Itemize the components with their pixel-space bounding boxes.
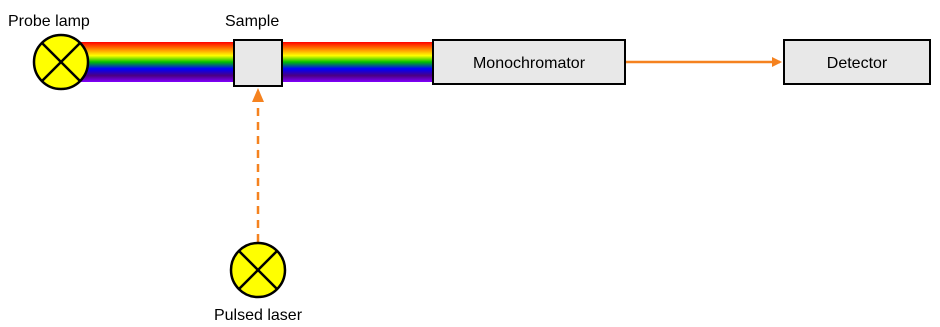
probe-lamp	[32, 33, 90, 91]
monochromator-box	[432, 39, 626, 85]
detector-box	[783, 39, 931, 85]
sample-label: Sample	[225, 13, 279, 30]
monochromator-label: Monochromator	[473, 55, 586, 72]
pulsed-laser-label: Pulsed laser	[214, 307, 303, 324]
lamp-x-icon	[238, 250, 278, 290]
lamp-x-icon	[41, 42, 81, 82]
sample-box	[233, 39, 283, 87]
detector-label: Detector	[827, 55, 888, 72]
probe-lamp-label: Probe lamp	[8, 13, 90, 30]
pulsed-laser	[229, 241, 287, 299]
laser-beam-arrowhead	[252, 88, 264, 102]
